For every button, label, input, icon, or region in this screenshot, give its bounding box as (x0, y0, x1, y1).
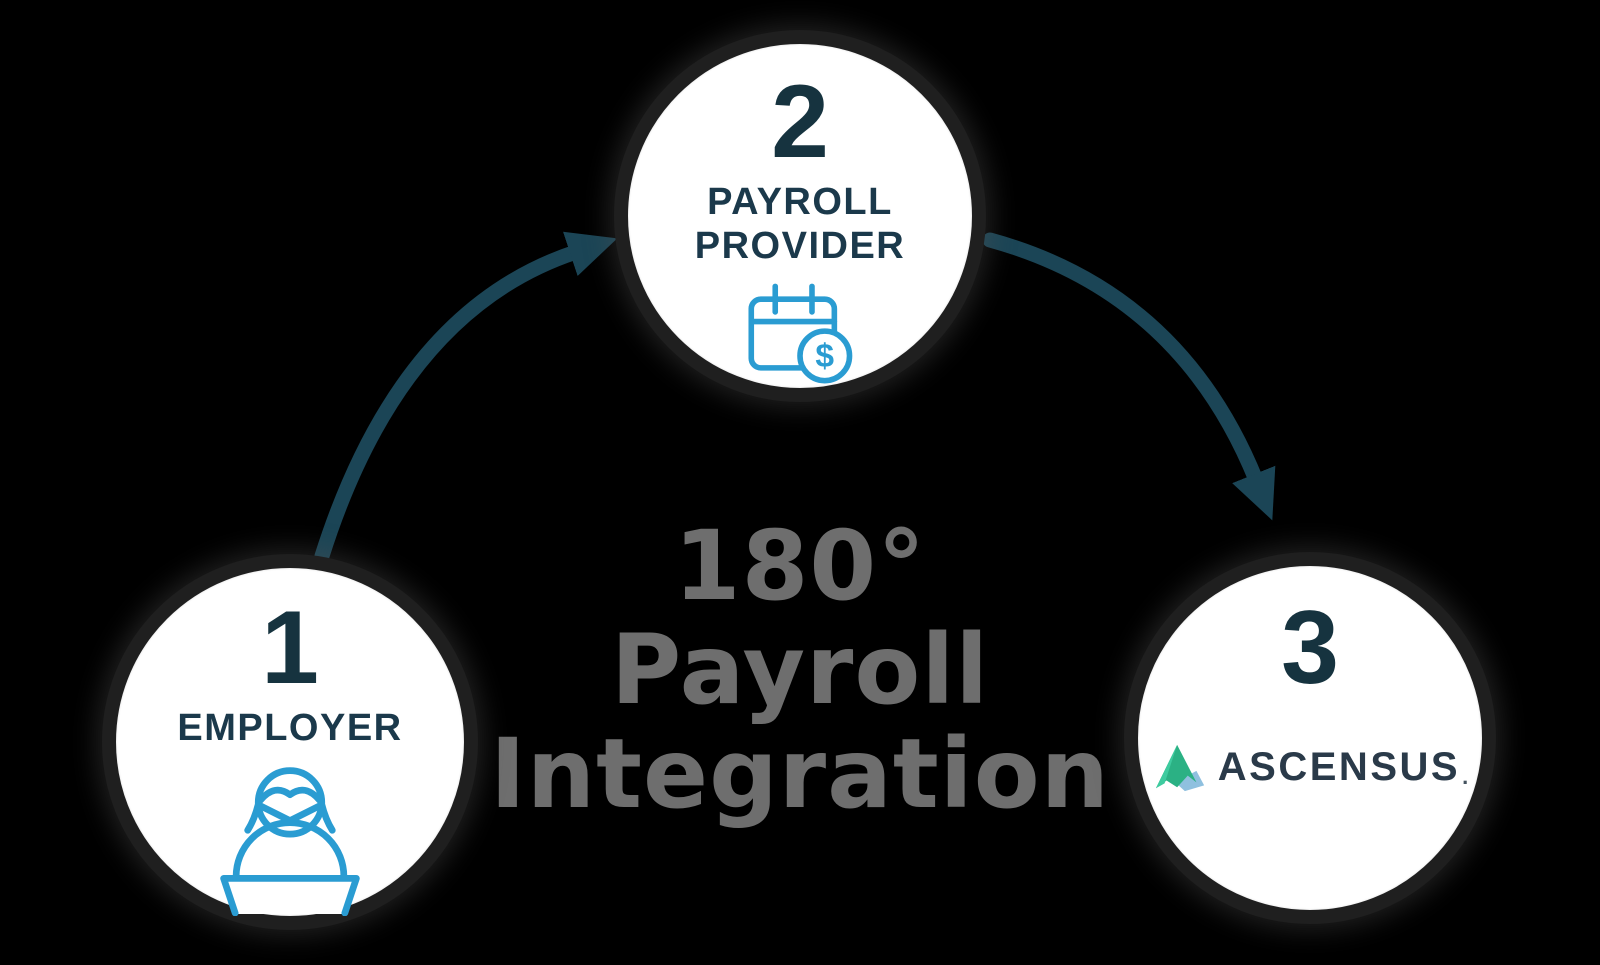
step-number: 3 (1281, 590, 1339, 706)
title-line-integration: Integration (490, 718, 1110, 830)
dollar-sign-glyph: $ (815, 338, 834, 375)
ascensus-mountain-icon (1155, 744, 1204, 792)
node-label-line2: PROVIDER (694, 225, 906, 268)
employer-person-at-desk-icon (220, 767, 360, 916)
title-line-payroll: Payroll (610, 614, 990, 726)
diagram-title: 180° Payroll Integration (400, 514, 1200, 826)
arrow-payroll-provider-to-ascensus (982, 232, 1276, 521)
node-label-line1: PAYROLL (707, 181, 893, 223)
ascensus-brand-text: ASCENSUS (1217, 745, 1461, 789)
calendar-dollar-icon: $ (748, 283, 853, 384)
step-number: 2 (771, 64, 829, 180)
node-ascensus: 3 ASCENSUS . (1124, 552, 1496, 924)
title-line-degrees: 180° (673, 510, 927, 622)
ascensus-logo: ASCENSUS . (1152, 740, 1468, 794)
node-payroll-provider: 2 PAYROLL PROVIDER $ (614, 30, 986, 402)
arrow-employer-to-payroll-provider (314, 231, 618, 564)
ascensus-brand-mark: . (1462, 763, 1469, 789)
step-number: 1 (261, 590, 319, 706)
node-label: PAYROLL PROVIDER (695, 180, 905, 268)
node-label: EMPLOYER (177, 707, 403, 749)
node-employer: 1 EMPLOYER (102, 554, 478, 930)
